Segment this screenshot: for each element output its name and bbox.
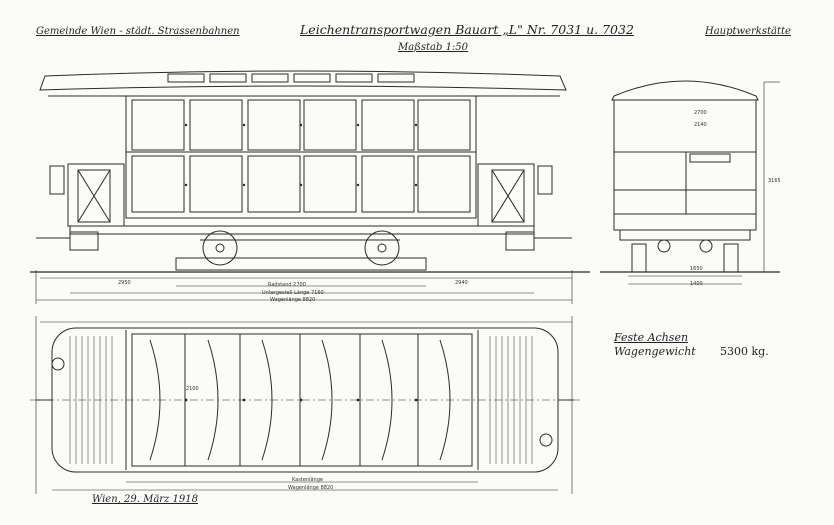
body-panel [131, 99, 185, 151]
end-inner-dimension: 2700 [694, 110, 707, 116]
clerestory-window [251, 73, 289, 83]
underframe [69, 225, 535, 235]
drawing-title: Leichentransportwagen Bauart „L" Nr. 703… [300, 22, 634, 37]
wheelbase-dimension: Radstand 2700 [268, 282, 306, 288]
body-panel [417, 155, 471, 213]
body-panel [247, 99, 301, 151]
lamp-left [49, 165, 65, 195]
plan-dimension-lines [35, 316, 573, 494]
clerestory-window [377, 73, 415, 83]
end-width-dimension: 1650 [690, 266, 703, 272]
plan-view [30, 327, 580, 473]
end-elevation [600, 80, 780, 285]
body-panel [189, 155, 243, 213]
body-panel [303, 155, 357, 213]
end-wheel-right [699, 239, 713, 253]
track-plate [175, 257, 427, 271]
end-box-left [69, 231, 99, 251]
drawing-date: Wien, 29. März 1918 [92, 494, 198, 505]
body-panel [189, 99, 243, 151]
clerestory-window [209, 73, 247, 83]
end-underframe [619, 229, 751, 241]
platform-left [67, 163, 125, 227]
body-panel [131, 155, 185, 213]
end-window-slot [689, 153, 731, 163]
department-label: Gemeinde Wien - städt. Strassenbahnen [36, 26, 240, 37]
end-roof [611, 80, 759, 101]
body-panel [303, 99, 357, 151]
axles-note: Feste Achsen [614, 331, 689, 344]
lamp-right [537, 165, 553, 195]
body-panel [361, 99, 415, 151]
end-leg-left [631, 243, 647, 273]
end-inner2-dimension: 2140 [694, 122, 707, 128]
plan-length-dimension: Wagenlänge 8820 [288, 485, 334, 491]
left-overhang-dimension: 2950 [118, 280, 131, 286]
workshop-label: Hauptwerkstätte [705, 26, 791, 37]
clerestory-window [293, 73, 331, 83]
clerestory-window [335, 73, 373, 83]
scale-label: Maßstab 1:50 [398, 42, 469, 53]
wheel-right [364, 230, 400, 266]
body-length-dimension: Kastenlänge [292, 477, 323, 483]
right-overhang-dimension: 2940 [455, 280, 468, 286]
end-body [613, 99, 757, 231]
weight-value: 5300 kg. [720, 345, 769, 358]
platform-right-door [491, 169, 525, 223]
rivet-marks [184, 123, 418, 402]
body-panel [247, 155, 301, 213]
roof-outline [39, 70, 567, 91]
platform-left-door [77, 169, 111, 223]
end-height-dimension: 3165 [768, 178, 781, 184]
end-wheel-left [657, 239, 671, 253]
car-body [125, 95, 477, 219]
plan-width-dimension: 2100 [186, 386, 199, 392]
side-elevation [30, 70, 590, 273]
handbrake-wheel-left [51, 357, 65, 371]
body-panel [361, 155, 415, 213]
side-dimension-lines [35, 270, 573, 304]
platform-right [477, 163, 535, 227]
weight-label: Wagengewicht [614, 345, 696, 358]
body-panel [417, 99, 471, 151]
wheel-left [202, 230, 238, 266]
end-box-right [505, 231, 535, 251]
handbrake-wheel-right [539, 433, 553, 447]
clerestory-window [167, 73, 205, 83]
end-leg-right [723, 243, 739, 273]
